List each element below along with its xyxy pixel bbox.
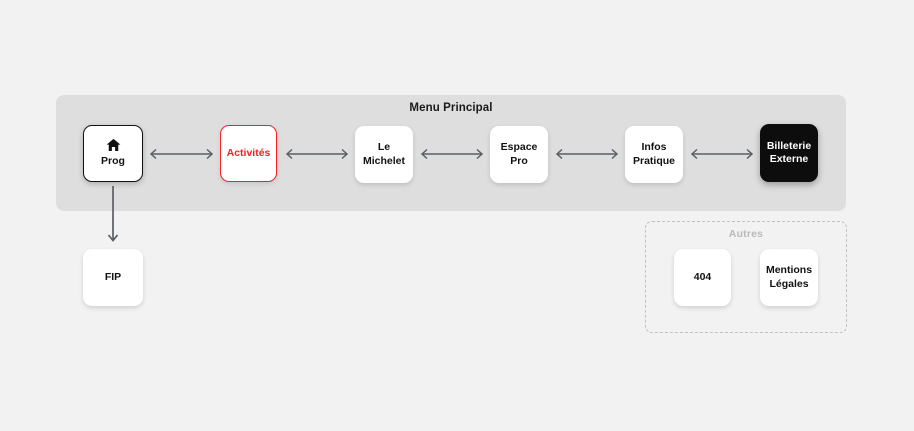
node-mentions-legales[interactable]: Mentions Légales <box>760 249 818 306</box>
node-prog-label: Prog <box>101 155 125 168</box>
connector-infos-billeterie <box>686 147 758 161</box>
node-mentions-legales-label: Mentions Légales <box>765 264 813 290</box>
menu-principal-title: Menu Principal <box>409 102 493 114</box>
node-le-michelet-label: Le Michelet <box>362 141 405 167</box>
connector-michelet-espace <box>416 147 488 161</box>
node-404-label: 404 <box>693 270 712 283</box>
node-le-michelet[interactable]: Le Michelet <box>355 126 413 183</box>
node-infos-pratique[interactable]: Infos Pratique <box>625 126 683 183</box>
node-prog[interactable]: Prog <box>83 125 143 182</box>
node-fip[interactable]: FIP <box>83 249 143 306</box>
node-activites-label: Activités <box>226 146 271 159</box>
node-infos-pratique-label: Infos Pratique <box>632 141 675 167</box>
node-billeterie-externe-label: Billeterie Externe <box>766 139 812 165</box>
autres-group-box: Autres <box>645 221 847 333</box>
autres-group-title: Autres <box>728 228 764 240</box>
node-billeterie-externe[interactable]: Billeterie Externe <box>760 124 818 182</box>
connector-prog-activites <box>145 147 218 161</box>
connector-espace-infos <box>551 147 623 161</box>
connector-activites-michelet <box>281 147 353 161</box>
node-fip-label: FIP <box>104 270 122 283</box>
node-404[interactable]: 404 <box>674 249 731 306</box>
node-espace-pro[interactable]: Espace Pro <box>490 126 548 183</box>
home-icon <box>106 138 121 152</box>
connector-prog-fip <box>106 186 120 246</box>
node-activites[interactable]: Activités <box>220 125 277 182</box>
node-espace-pro-label: Espace Pro <box>500 141 538 167</box>
menu-principal-panel: Menu Principal <box>56 95 846 211</box>
